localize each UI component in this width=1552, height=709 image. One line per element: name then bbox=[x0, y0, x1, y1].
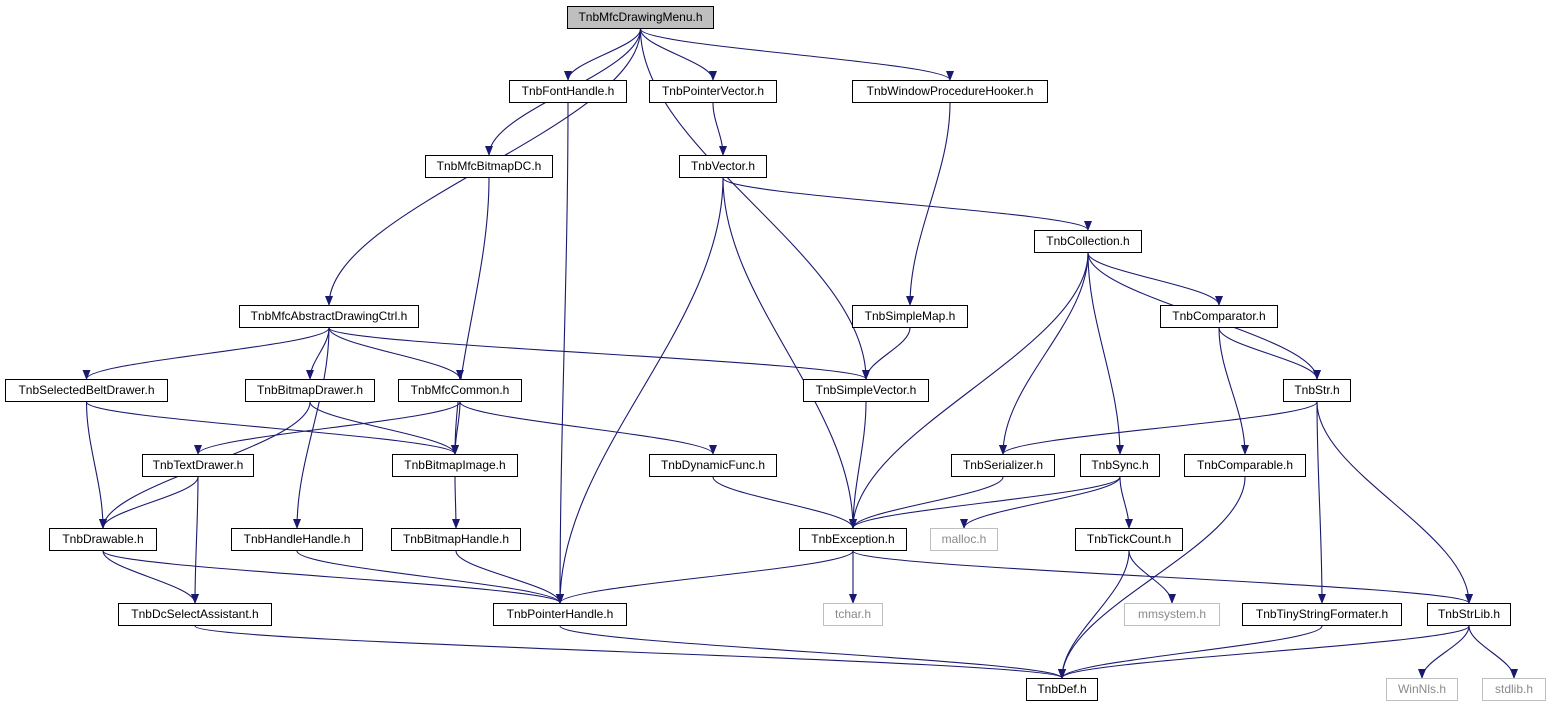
node-tnb-selected-belt-drawer[interactable]: TnbSelectedBeltDrawer.h bbox=[5, 379, 168, 402]
edge-mfc_abstract_drawing_ctrl-to-simple_vector bbox=[328, 327, 870, 380]
edge-mfc_abstract_drawing_ctrl-to-selected_belt_drawer bbox=[82, 327, 330, 380]
edge-simple_map-to-simple_vector bbox=[862, 327, 911, 380]
node-tnb-comparator[interactable]: TnbComparator.h bbox=[1160, 305, 1278, 328]
edge-str_lib-to-winnls bbox=[1418, 625, 1470, 679]
edge-str_lib-to-stdlib bbox=[1468, 625, 1518, 679]
edge-collection-to-exception bbox=[849, 252, 1089, 529]
node-tnb-pointer-vector[interactable]: TnbPointerVector.h bbox=[649, 80, 777, 103]
node-winnls: WinNls.h bbox=[1386, 678, 1458, 701]
edge-mfc_abstract_drawing_ctrl-to-mfc_common bbox=[328, 327, 464, 380]
edge-bitmap_drawer-to-bitmap_image bbox=[309, 401, 459, 455]
edge-selected_belt_drawer-to-bitmap_image bbox=[85, 401, 459, 455]
edge-font_handle-to-pointer_handle bbox=[556, 102, 569, 604]
edge-pointer_vector-to-vector bbox=[712, 102, 727, 156]
node-stdlib: stdlib.h bbox=[1482, 678, 1546, 701]
node-tchar: tchar.h bbox=[823, 603, 883, 626]
edge-exception-to-pointer_handle bbox=[556, 550, 854, 604]
edge-handle_handle-to-pointer_handle bbox=[296, 550, 564, 604]
edge-sync-to-exception bbox=[849, 476, 1121, 529]
edge-tick_count-to-mmsystem bbox=[1128, 550, 1176, 604]
edge-mfc_abstract_drawing_ctrl-to-bitmap_drawer bbox=[306, 327, 330, 380]
edge-bitmap_image-to-bitmap_handle bbox=[451, 476, 460, 529]
edge-root-to-font_handle bbox=[564, 28, 642, 81]
edge-tick_count-to-def bbox=[1058, 550, 1130, 679]
edge-simple_vector-to-exception bbox=[849, 401, 867, 529]
edge-tiny_string_formater-to-def bbox=[1058, 625, 1323, 679]
edge-text_drawer-to-dc_select_assistant bbox=[191, 476, 200, 604]
node-tnb-drawable[interactable]: TnbDrawable.h bbox=[49, 528, 157, 551]
node-tnb-simple-map[interactable]: TnbSimpleMap.h bbox=[852, 305, 968, 328]
node-tnb-bitmap-image[interactable]: TnbBitmapImage.h bbox=[392, 454, 518, 477]
node-tnb-mfc-drawing-menu[interactable]: TnbMfcDrawingMenu.h bbox=[567, 6, 714, 29]
node-tnb-font-handle[interactable]: TnbFontHandle.h bbox=[509, 80, 627, 103]
node-tnb-bitmap-handle[interactable]: TnbBitmapHandle.h bbox=[391, 528, 521, 551]
edge-dynamic_func-to-exception bbox=[712, 476, 857, 529]
edge-collection-to-serializer bbox=[999, 252, 1089, 455]
edge-mfc_common-to-dynamic_func bbox=[459, 401, 717, 455]
edge-collection-to-comparator bbox=[1087, 252, 1223, 306]
node-tnb-mfc-abstract-drawing-ctrl[interactable]: TnbMfcAbstractDrawingCtrl.h bbox=[239, 305, 419, 328]
edge-root-to-pointer_vector bbox=[639, 28, 717, 81]
edge-str-to-serializer bbox=[999, 401, 1318, 455]
node-malloc: malloc.h bbox=[930, 528, 998, 551]
node-tnb-vector[interactable]: TnbVector.h bbox=[679, 155, 767, 178]
edge-serializer-to-exception bbox=[849, 476, 1004, 529]
edge-selected_belt_drawer-to-drawable bbox=[85, 401, 107, 529]
edge-vector-to-collection bbox=[722, 177, 1092, 231]
node-tnb-simple-vector[interactable]: TnbSimpleVector.h bbox=[803, 379, 929, 402]
edge-root-to-window_procedure_hooker bbox=[639, 28, 954, 81]
node-tnb-handle-handle[interactable]: TnbHandleHandle.h bbox=[231, 528, 363, 551]
edge-str-to-str_lib bbox=[1316, 401, 1473, 604]
node-tnb-text-drawer[interactable]: TnbTextDrawer.h bbox=[142, 454, 254, 477]
edge-vector-to-pointer_handle bbox=[556, 177, 724, 604]
edge-str_lib-to-def bbox=[1058, 625, 1470, 679]
edge-bitmap_handle-to-pointer_handle bbox=[455, 550, 564, 604]
edge-comparator-to-comparable bbox=[1218, 327, 1249, 455]
node-tnb-dc-select-assistant[interactable]: TnbDcSelectAssistant.h bbox=[118, 603, 272, 626]
edge-pointer_handle-to-def bbox=[559, 625, 1066, 679]
node-mmsystem: mmsystem.h bbox=[1124, 603, 1220, 626]
edge-collection-to-sync bbox=[1087, 252, 1124, 455]
node-tnb-bitmap-drawer[interactable]: TnbBitmapDrawer.h bbox=[245, 379, 375, 402]
edge-vector-to-exception bbox=[722, 177, 857, 529]
node-tnb-comparable[interactable]: TnbComparable.h bbox=[1184, 454, 1306, 477]
edge-comparable-to-def bbox=[1058, 476, 1246, 679]
edge-drawable-to-dc_select_assistant bbox=[102, 550, 199, 604]
node-tnb-exception[interactable]: TnbException.h bbox=[799, 528, 907, 551]
edge-window_procedure_hooker-to-simple_map bbox=[906, 102, 951, 306]
edge-sync-to-malloc bbox=[960, 476, 1121, 529]
edge-comparator-to-str bbox=[1218, 327, 1321, 380]
edge-root-to-simple_vector bbox=[639, 28, 870, 380]
node-tnb-tick-count[interactable]: TnbTickCount.h bbox=[1075, 528, 1183, 551]
edge-mfc_abstract_drawing_ctrl-to-handle_handle bbox=[293, 327, 330, 529]
edge-mfc_common-to-bitmap_image bbox=[451, 401, 461, 455]
node-tnb-serializer[interactable]: TnbSerializer.h bbox=[951, 454, 1055, 477]
edge-mfc_common-to-text_drawer bbox=[194, 401, 461, 455]
edge-str-to-tiny_string_formater bbox=[1316, 401, 1326, 604]
node-tnb-collection[interactable]: TnbCollection.h bbox=[1034, 230, 1142, 253]
edge-drawable-to-pointer_handle bbox=[102, 550, 564, 604]
edge-mfc_bitmap_dc-to-bitmap_image bbox=[451, 177, 490, 455]
edge-text_drawer-to-drawable bbox=[99, 476, 199, 529]
node-tnb-tiny-string-formater[interactable]: TnbTinyStringFormater.h bbox=[1242, 603, 1402, 626]
node-tnb-mfc-bitmap-dc[interactable]: TnbMfcBitmapDC.h bbox=[425, 155, 553, 178]
edge-sync-to-tick_count bbox=[1119, 476, 1133, 529]
edge-dc_select_assistant-to-def bbox=[194, 625, 1066, 679]
node-tnb-def[interactable]: TnbDef.h bbox=[1026, 678, 1098, 701]
node-tnb-str-lib[interactable]: TnbStrLib.h bbox=[1427, 603, 1511, 626]
node-tnb-sync[interactable]: TnbSync.h bbox=[1080, 454, 1160, 477]
node-tnb-str[interactable]: TnbStr.h bbox=[1283, 379, 1351, 402]
node-tnb-pointer-handle[interactable]: TnbPointerHandle.h bbox=[493, 603, 627, 626]
edge-exception-to-str_lib bbox=[852, 550, 1473, 604]
node-tnb-mfc-common[interactable]: TnbMfcCommon.h bbox=[398, 379, 522, 402]
node-tnb-dynamic-func[interactable]: TnbDynamicFunc.h bbox=[649, 454, 777, 477]
node-tnb-window-procedure-hooker[interactable]: TnbWindowProcedureHooker.h bbox=[852, 80, 1048, 103]
